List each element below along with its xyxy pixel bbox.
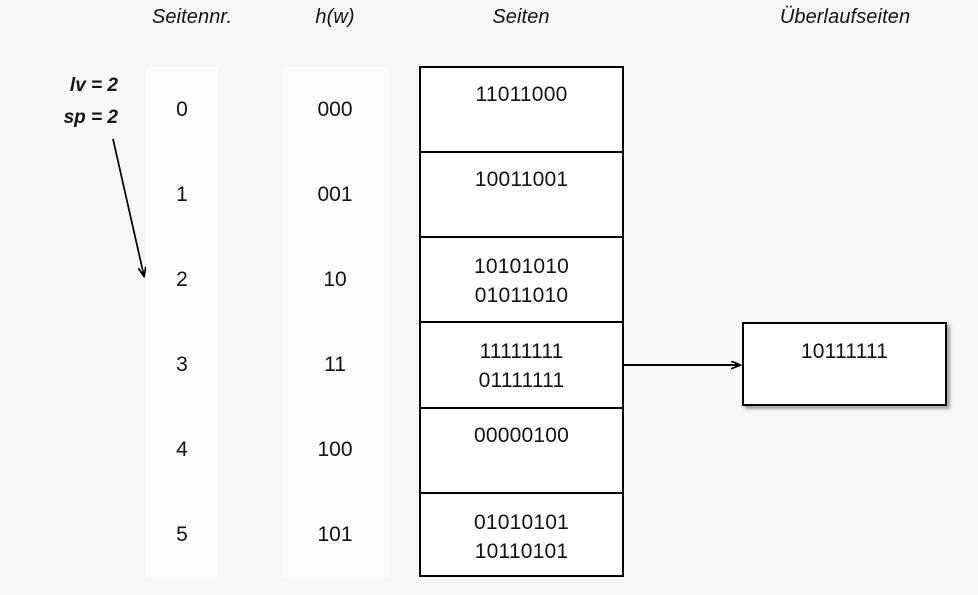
seiten-row: 11111111 01111111 <box>421 323 622 409</box>
hw-cell: 11 <box>324 352 346 376</box>
parameter-annotations: lv = 2 sp = 2 <box>14 70 118 134</box>
overflow-entry: 10111111 <box>800 340 889 363</box>
column-seitennr: 0 1 2 3 4 5 <box>146 67 218 577</box>
seiten-row: 10101010 01011010 <box>421 238 622 324</box>
seiten-row: 00000100 <box>421 409 622 494</box>
seiten-entry: 10110101 <box>474 539 569 563</box>
parameter-lv: lv = 2 <box>69 75 118 96</box>
seiten-row: 01010101 10110101 <box>421 494 622 579</box>
column-hw: 000 001 10 11 100 101 <box>281 67 389 577</box>
seiten-entry: 01111111 <box>478 369 565 393</box>
sp-pointer-arrow <box>112 138 144 276</box>
seitennr-cell: 5 <box>176 522 188 546</box>
hw-cell: 000 <box>317 97 353 121</box>
seiten-entry: 00000100 <box>473 423 570 447</box>
hw-cell: 10 <box>323 267 347 291</box>
hw-cell: 101 <box>317 522 353 546</box>
column-header-seiten: Seiten <box>492 6 550 28</box>
seiten-entry: 11111111 <box>479 340 564 364</box>
hw-cell: 100 <box>317 437 353 461</box>
seitennr-cell: 2 <box>176 267 188 291</box>
hw-cell: 001 <box>317 182 353 206</box>
column-header-ueberlaufseiten: Überlaufseiten <box>779 6 911 28</box>
seiten-row: 11011000 <box>421 68 622 154</box>
seiten-table: 11011000 10011001 10101010 01011010 1111… <box>419 66 624 577</box>
seitennr-cell: 4 <box>176 437 188 461</box>
seitennr-cell: 3 <box>176 352 188 376</box>
seiten-entry: 01011010 <box>474 284 569 308</box>
column-header-hw: h(w) <box>315 6 355 28</box>
seiten-entry: 10011001 <box>474 168 569 192</box>
seiten-row: 10011001 <box>421 153 622 239</box>
parameter-sp: sp = 2 <box>63 107 118 128</box>
seitennr-cell: 1 <box>176 182 188 206</box>
overflow-page-box: 10111111 <box>742 322 947 406</box>
seitennr-cell: 0 <box>176 97 188 121</box>
seiten-entry: 10101010 <box>473 255 570 279</box>
seiten-entry: 01010101 <box>473 510 570 534</box>
seiten-entry: 11011000 <box>475 83 568 106</box>
column-header-seitennr: Seitennr. <box>151 6 233 28</box>
